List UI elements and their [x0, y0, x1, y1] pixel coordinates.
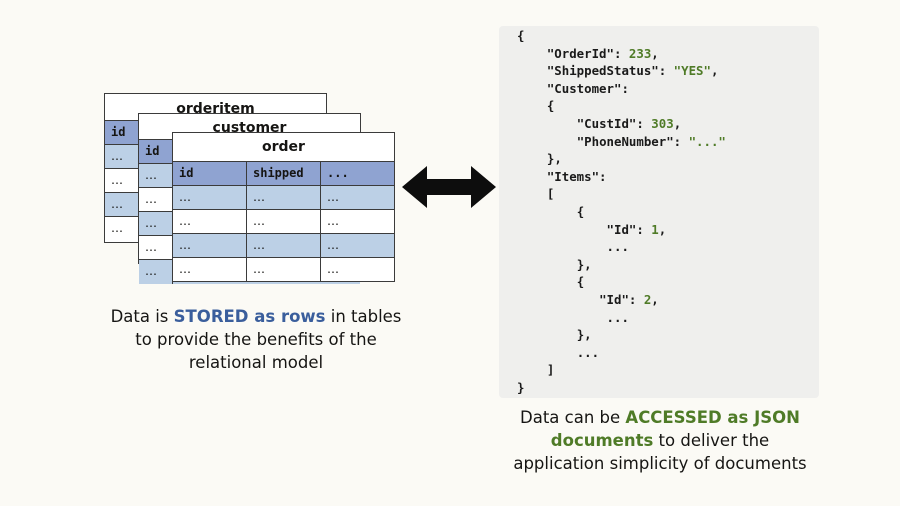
- json-order-id-value: 233: [628, 45, 652, 61]
- left-caption-line1: Data is STORED as rows in tables: [100, 305, 412, 328]
- customer-cell: …: [139, 236, 173, 259]
- json-customer-key: "Customer":: [546, 80, 629, 96]
- orderitem-cell: …: [105, 217, 139, 241]
- order-header-cell: id: [173, 162, 247, 185]
- json-item2-close: }: [576, 327, 585, 343]
- order-table-row: ………: [173, 186, 394, 210]
- order-header-cell: ...: [327, 166, 349, 180]
- json-phone-value: "...": [688, 133, 726, 149]
- json-open-brace: {: [517, 28, 525, 43]
- json-cust-id-key: "CustId":: [576, 115, 652, 131]
- double-headed-arrow-icon: [402, 166, 496, 208]
- right-caption-pre: Data can be: [520, 408, 626, 427]
- json-close-brace: }: [517, 379, 525, 395]
- json-phone-key: "PhoneNumber":: [576, 133, 689, 149]
- order-header-cell: shipped: [247, 162, 321, 185]
- order-cell: …: [247, 210, 321, 233]
- customer-cell: …: [139, 260, 173, 284]
- json-item1-open: {: [576, 203, 585, 219]
- json-item2-ellipsis: ...: [606, 309, 629, 325]
- json-order-id-key: "OrderId":: [546, 45, 629, 61]
- json-item1-ellipsis: ...: [606, 239, 629, 255]
- order-cell: …: [247, 258, 321, 282]
- json-document: { "OrderId": 233, "ShippedStatus": "YES"…: [517, 28, 726, 395]
- json-item2-id-key: "Id":: [599, 291, 644, 307]
- order-cell: …: [173, 234, 247, 257]
- left-caption-line3: relational model: [188, 353, 324, 372]
- right-caption-line2: documents to deliver the: [500, 429, 820, 452]
- json-items-key: "Items":: [546, 168, 607, 184]
- order-cell: …: [247, 186, 321, 209]
- json-customer-open: {: [546, 98, 555, 114]
- left-caption: Data is STORED as rows in tables to prov…: [100, 305, 412, 374]
- customer-cell: …: [139, 188, 173, 211]
- left-caption-highlight: STORED as rows: [173, 307, 326, 326]
- json-document-panel: [499, 26, 819, 398]
- customer-cell: …: [139, 212, 173, 235]
- json-cust-id-value: 303: [651, 115, 674, 131]
- order-cell: …: [327, 262, 339, 276]
- order-cell: …: [173, 258, 247, 282]
- right-caption-line1: Data can be ACCESSED as JSON: [500, 406, 820, 429]
- orderitem-cell: …: [105, 169, 139, 192]
- order-table-row: ………: [173, 210, 394, 234]
- order-table-title: order: [173, 133, 394, 162]
- right-caption-post: to deliver the: [653, 431, 770, 450]
- json-item1-id-value: 1: [651, 221, 659, 237]
- order-cell: …: [247, 234, 321, 257]
- json-item1-id-key: "Id":: [606, 221, 652, 237]
- right-caption-highlight2: documents: [550, 431, 654, 450]
- customer-header-cell: id: [139, 140, 173, 163]
- orderitem-header-cell: id: [105, 121, 139, 144]
- customer-cell: …: [139, 164, 173, 187]
- right-caption-highlight1: ACCESSED as JSON: [625, 408, 800, 427]
- json-shipped-value: "YES": [673, 63, 711, 79]
- right-caption-line3: application simplicity of documents: [513, 454, 807, 473]
- order-cell: …: [173, 210, 247, 233]
- left-caption-pre: Data is: [110, 307, 174, 326]
- order-cell: …: [327, 238, 339, 252]
- json-items-ellipsis: ...: [576, 344, 600, 360]
- order-cell: …: [173, 186, 247, 209]
- json-item2-id-value: 2: [643, 291, 652, 307]
- orderitem-cell: …: [105, 145, 139, 168]
- json-shipped-key: "ShippedStatus":: [546, 63, 674, 79]
- left-caption-line2: to provide the benefits of the: [135, 330, 377, 349]
- json-item2-open: {: [576, 274, 585, 290]
- order-table-row: ………: [173, 258, 394, 282]
- order-table-row: ………: [173, 234, 394, 258]
- json-customer-close: }: [546, 151, 555, 167]
- json-item1-close: }: [576, 256, 585, 272]
- order-cell: …: [327, 190, 339, 204]
- order-cell: …: [327, 214, 339, 228]
- left-caption-post: in tables: [325, 307, 402, 326]
- orderitem-cell: …: [105, 193, 139, 216]
- right-caption: Data can be ACCESSED as JSON documents t…: [500, 406, 820, 475]
